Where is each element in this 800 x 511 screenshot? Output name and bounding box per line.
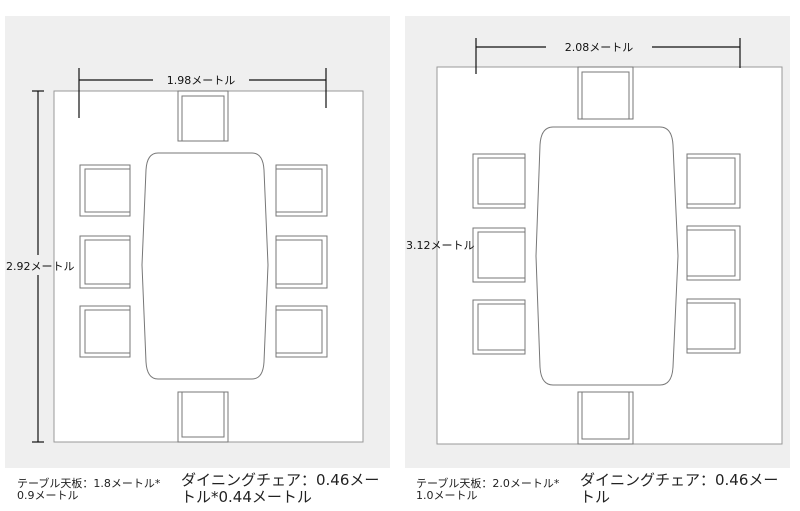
left-table-caption-line2: 0.9メートル bbox=[17, 489, 79, 502]
dining-chair bbox=[275, 235, 328, 289]
right-table-caption-line2: 1.0メートル bbox=[416, 489, 478, 502]
dining-chair bbox=[275, 164, 328, 217]
left-chairs bbox=[79, 90, 328, 443]
dining-chair bbox=[177, 391, 229, 443]
right-chair-caption: ダイニングチェア：0.46メートル bbox=[580, 471, 779, 506]
left-table-caption: テーブル天板：1.8メートル* 0.9メートル bbox=[17, 478, 160, 502]
left-table bbox=[141, 152, 269, 380]
dining-chair bbox=[472, 299, 526, 355]
right-table bbox=[535, 126, 679, 386]
right-table-caption: テーブル天板：2.0メートル* 1.0メートル bbox=[416, 478, 559, 502]
dining-chair bbox=[79, 235, 131, 289]
dining-chair bbox=[177, 90, 229, 142]
dining-chair bbox=[686, 153, 741, 209]
left-depth-label: 2.92メートル bbox=[6, 260, 75, 273]
dining-chair bbox=[472, 227, 526, 283]
dining-chair bbox=[472, 153, 526, 209]
left-table-caption-line1: テーブル天板：1.8メートル* bbox=[17, 477, 161, 490]
dining-chair bbox=[686, 225, 741, 281]
right-chairs bbox=[472, 66, 741, 445]
left-width-label: 1.98メートル bbox=[167, 74, 236, 87]
dining-chair bbox=[79, 164, 131, 217]
right-width-label: 2.08メートル bbox=[565, 41, 634, 54]
dining-chair bbox=[686, 298, 741, 354]
right-plan: 2.08メートル 3.12メートル bbox=[405, 16, 790, 468]
left-plan: 1.98メートル 2.92メートル bbox=[5, 16, 390, 468]
right-table-caption-line1: テーブル天板：2.0メートル* bbox=[416, 477, 560, 490]
left-chair-caption: ダイニングチェア：0.46メートル*0.44メートル bbox=[181, 471, 380, 506]
right-depth-label: 3.12メートル bbox=[406, 239, 475, 252]
dining-chair bbox=[79, 305, 131, 358]
dining-chair bbox=[577, 391, 634, 445]
dining-chair bbox=[577, 66, 634, 120]
dining-chair bbox=[275, 305, 328, 358]
